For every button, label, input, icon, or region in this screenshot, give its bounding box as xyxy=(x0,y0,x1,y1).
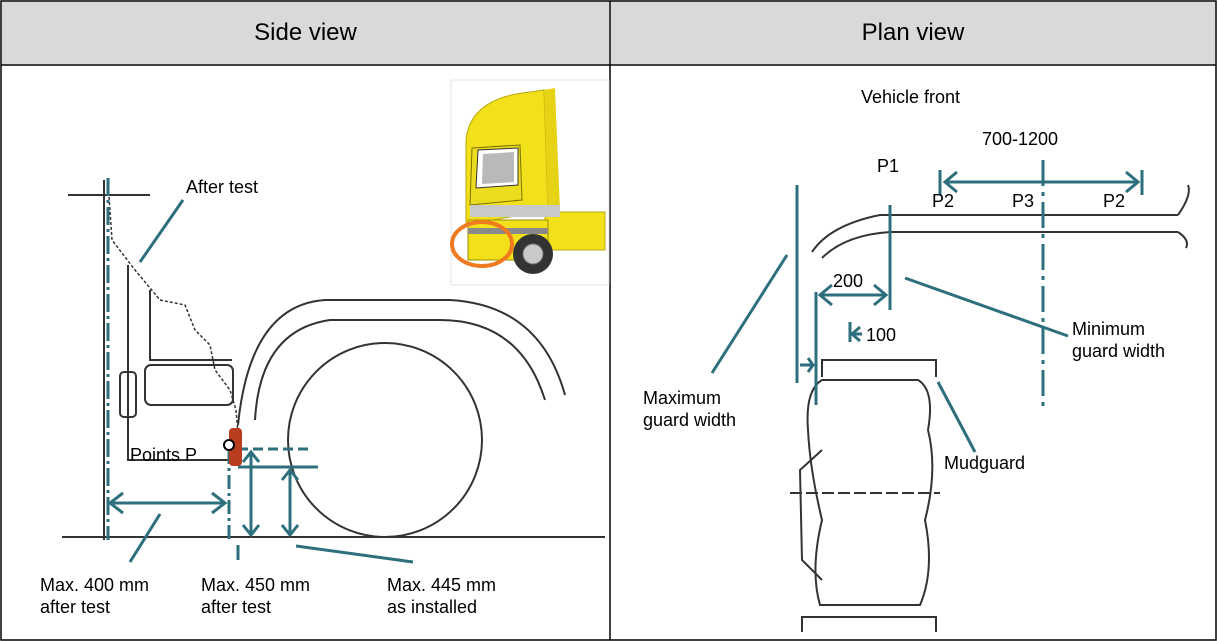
max-445-label: Max. 445 mm as installed xyxy=(387,575,497,617)
side-dimension-lines xyxy=(106,178,414,564)
max-400-label: Max. 400 mm after test xyxy=(40,575,150,617)
side-view-sketch xyxy=(62,180,605,540)
plan-view-header: Plan view xyxy=(611,2,1215,64)
plan-dimension-lines xyxy=(710,160,1144,453)
deformed-profile xyxy=(107,181,239,433)
dim-100-label: 100 xyxy=(866,325,897,345)
p3-label: P3 xyxy=(1012,191,1035,211)
circle-marker-icon xyxy=(223,439,235,451)
after-test-label: After test xyxy=(186,177,259,197)
mudguard-label: Mudguard xyxy=(944,453,1026,473)
minimum-guard-width-label: Minimum guard width xyxy=(1072,319,1166,361)
dim-200-label: 200 xyxy=(833,271,864,291)
plan-view-sketch xyxy=(790,184,1190,632)
points-p-label: Points P xyxy=(130,445,198,465)
highlight-ring xyxy=(450,220,514,268)
p1-label: P1 xyxy=(877,156,900,176)
side-view-header: Side view xyxy=(2,2,609,64)
p2-right-label: P2 xyxy=(1103,191,1126,211)
yellow-truck-cab-icon xyxy=(450,79,610,286)
vehicle-front-label: Vehicle front xyxy=(861,87,961,107)
p2-left-label: P2 xyxy=(932,191,955,211)
maximum-guard-width-label: Maximum guard width xyxy=(643,388,737,430)
dimension-range-label: 700-1200 xyxy=(982,129,1059,149)
deformed-mark xyxy=(229,428,242,466)
max-450-label: Max. 450 mm after test xyxy=(201,575,311,617)
